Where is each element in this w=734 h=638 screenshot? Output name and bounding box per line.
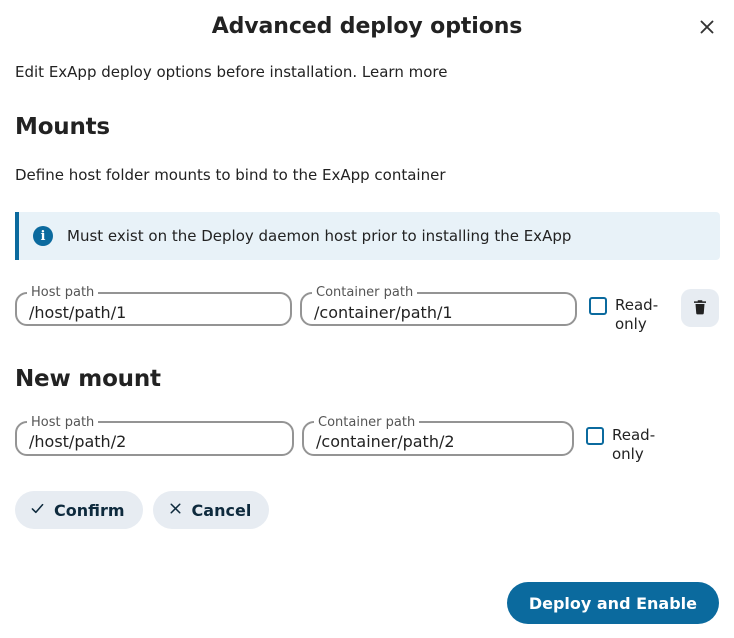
confirm-button[interactable]: Confirm <box>15 491 143 530</box>
mounts-description: Define host folder mounts to bind to the… <box>15 166 446 185</box>
info-banner: i Must exist on the Deploy daemon host p… <box>15 212 720 261</box>
readonly-label[interactable]: Read-only <box>615 296 659 333</box>
mounts-heading: Mounts <box>15 114 110 141</box>
new-host-path-field: Host path <box>15 414 294 456</box>
container-path-fieldset: Container path <box>300 285 577 327</box>
new-container-path-label: Container path <box>318 414 416 430</box>
confirm-label: Confirm <box>54 500 125 520</box>
new-container-path-field: Container path <box>302 414 574 456</box>
new-readonly-label[interactable]: Read-only <box>612 425 656 463</box>
info-banner-text: Must exist on the Deploy daemon host pri… <box>67 227 572 246</box>
delete-mount-button[interactable] <box>681 289 719 328</box>
new-host-path-label: Host path <box>31 414 95 430</box>
new-host-path-fieldset: Host path <box>15 414 294 456</box>
container-path-field: Container path <box>300 285 577 327</box>
container-path-label: Container path <box>316 285 414 301</box>
close-icon <box>167 500 192 521</box>
host-path-fieldset: Host path <box>15 285 292 327</box>
dialog-body: Edit ExApp deploy options before install… <box>0 62 734 530</box>
trash-icon <box>691 298 709 319</box>
info-icon: i <box>33 226 53 247</box>
new-container-path-input[interactable] <box>304 428 572 455</box>
readonly-checkbox-group[interactable]: Read-only <box>589 296 667 334</box>
close-icon <box>697 17 717 37</box>
close-button[interactable] <box>688 8 726 46</box>
mount-row: Host path Container path Read-only <box>15 286 719 334</box>
host-path-field: Host path <box>15 285 292 327</box>
cancel-label: Cancel <box>191 500 252 520</box>
check-icon <box>29 500 54 521</box>
page-title: Advanced deploy options <box>211 13 523 39</box>
new-mount-actions: Confirm Cancel <box>15 491 719 530</box>
intro-text: Edit ExApp deploy options before install… <box>15 63 448 81</box>
new-readonly-checkbox-group[interactable]: Read-only <box>586 426 664 464</box>
new-mount-heading: New mount <box>15 365 161 392</box>
deploy-and-enable-button[interactable]: Deploy and Enable <box>506 582 719 624</box>
readonly-checkbox[interactable] <box>589 297 607 316</box>
new-container-path-fieldset: Container path <box>302 414 574 456</box>
cancel-button[interactable]: Cancel <box>152 491 270 530</box>
host-path-input[interactable] <box>17 299 290 326</box>
new-mount-row: Host path Container path Read-only <box>15 414 719 464</box>
container-path-input[interactable] <box>302 299 575 326</box>
new-host-path-input[interactable] <box>17 428 292 455</box>
new-readonly-checkbox[interactable] <box>586 426 604 445</box>
dialog-footer: Deploy and Enable <box>506 582 719 624</box>
dialog-header: Advanced deploy options <box>0 0 734 52</box>
host-path-label: Host path <box>31 285 95 301</box>
